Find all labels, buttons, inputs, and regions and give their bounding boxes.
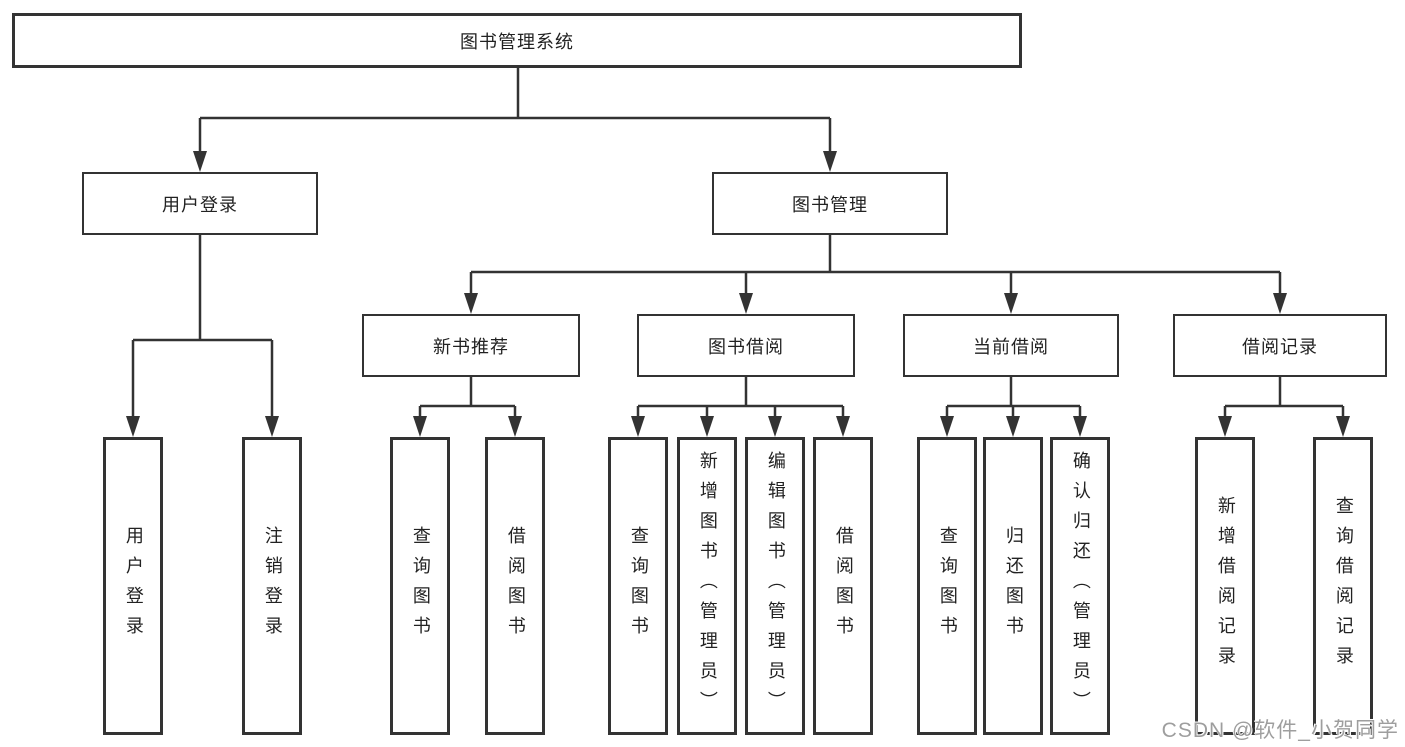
leaf-borrow-books-borrow-label: 借阅图书 xyxy=(833,526,854,646)
leaf-logout-label: 注销登录 xyxy=(262,526,283,646)
leaf-borrow-books-recommend-label: 借阅图书 xyxy=(505,526,526,646)
leaf-return-book: 归还图书 xyxy=(983,437,1043,735)
leaf-query-books-current-label: 查询图书 xyxy=(937,526,958,646)
node-book-borrow: 图书借阅 xyxy=(637,314,855,377)
leaf-user-login-label: 用户登录 xyxy=(123,526,144,646)
leaf-query-borrow-record: 查询借阅记录 xyxy=(1313,437,1373,735)
leaf-query-books-recommend-label: 查询图书 xyxy=(410,526,431,646)
leaf-add-book-admin: 新增图书（管理员） xyxy=(677,437,737,735)
leaf-confirm-return-admin-label: 确认归还（管理员） xyxy=(1070,451,1091,721)
node-book-management-label: 图书管理 xyxy=(792,194,868,215)
node-current-borrow-label: 当前借阅 xyxy=(973,336,1049,357)
node-book-management: 图书管理 xyxy=(712,172,948,235)
leaf-add-borrow-record-label: 新增借阅记录 xyxy=(1215,496,1236,676)
leaf-query-books-borrow: 查询图书 xyxy=(608,437,668,735)
leaf-add-borrow-record: 新增借阅记录 xyxy=(1195,437,1255,735)
leaf-edit-book-admin: 编辑图书（管理员） xyxy=(745,437,805,735)
node-user-login-label: 用户登录 xyxy=(162,194,238,215)
leaf-edit-book-admin-label: 编辑图书（管理员） xyxy=(765,451,786,721)
leaf-return-book-label: 归还图书 xyxy=(1003,526,1024,646)
leaf-add-book-admin-label: 新增图书（管理员） xyxy=(697,451,718,721)
node-book-borrow-label: 图书借阅 xyxy=(708,336,784,357)
leaf-logout: 注销登录 xyxy=(242,437,302,735)
leaf-query-books-current: 查询图书 xyxy=(917,437,977,735)
node-new-book-recommend-label: 新书推荐 xyxy=(433,336,509,357)
node-root-label: 图书管理系统 xyxy=(460,31,574,52)
leaf-query-borrow-record-label: 查询借阅记录 xyxy=(1333,496,1354,676)
leaf-confirm-return-admin: 确认归还（管理员） xyxy=(1050,437,1110,735)
node-borrow-records-label: 借阅记录 xyxy=(1242,336,1318,357)
csdn-watermark: CSDN @软件_小贺同学 xyxy=(1161,719,1399,742)
node-current-borrow: 当前借阅 xyxy=(903,314,1119,377)
leaf-query-books-borrow-label: 查询图书 xyxy=(628,526,649,646)
leaf-borrow-books-borrow: 借阅图书 xyxy=(813,437,873,735)
leaf-borrow-books-recommend: 借阅图书 xyxy=(485,437,545,735)
leaf-user-login: 用户登录 xyxy=(103,437,163,735)
node-new-book-recommend: 新书推荐 xyxy=(362,314,580,377)
leaf-query-books-recommend: 查询图书 xyxy=(390,437,450,735)
node-root: 图书管理系统 xyxy=(12,13,1022,68)
node-borrow-records: 借阅记录 xyxy=(1173,314,1387,377)
node-user-login: 用户登录 xyxy=(82,172,318,235)
